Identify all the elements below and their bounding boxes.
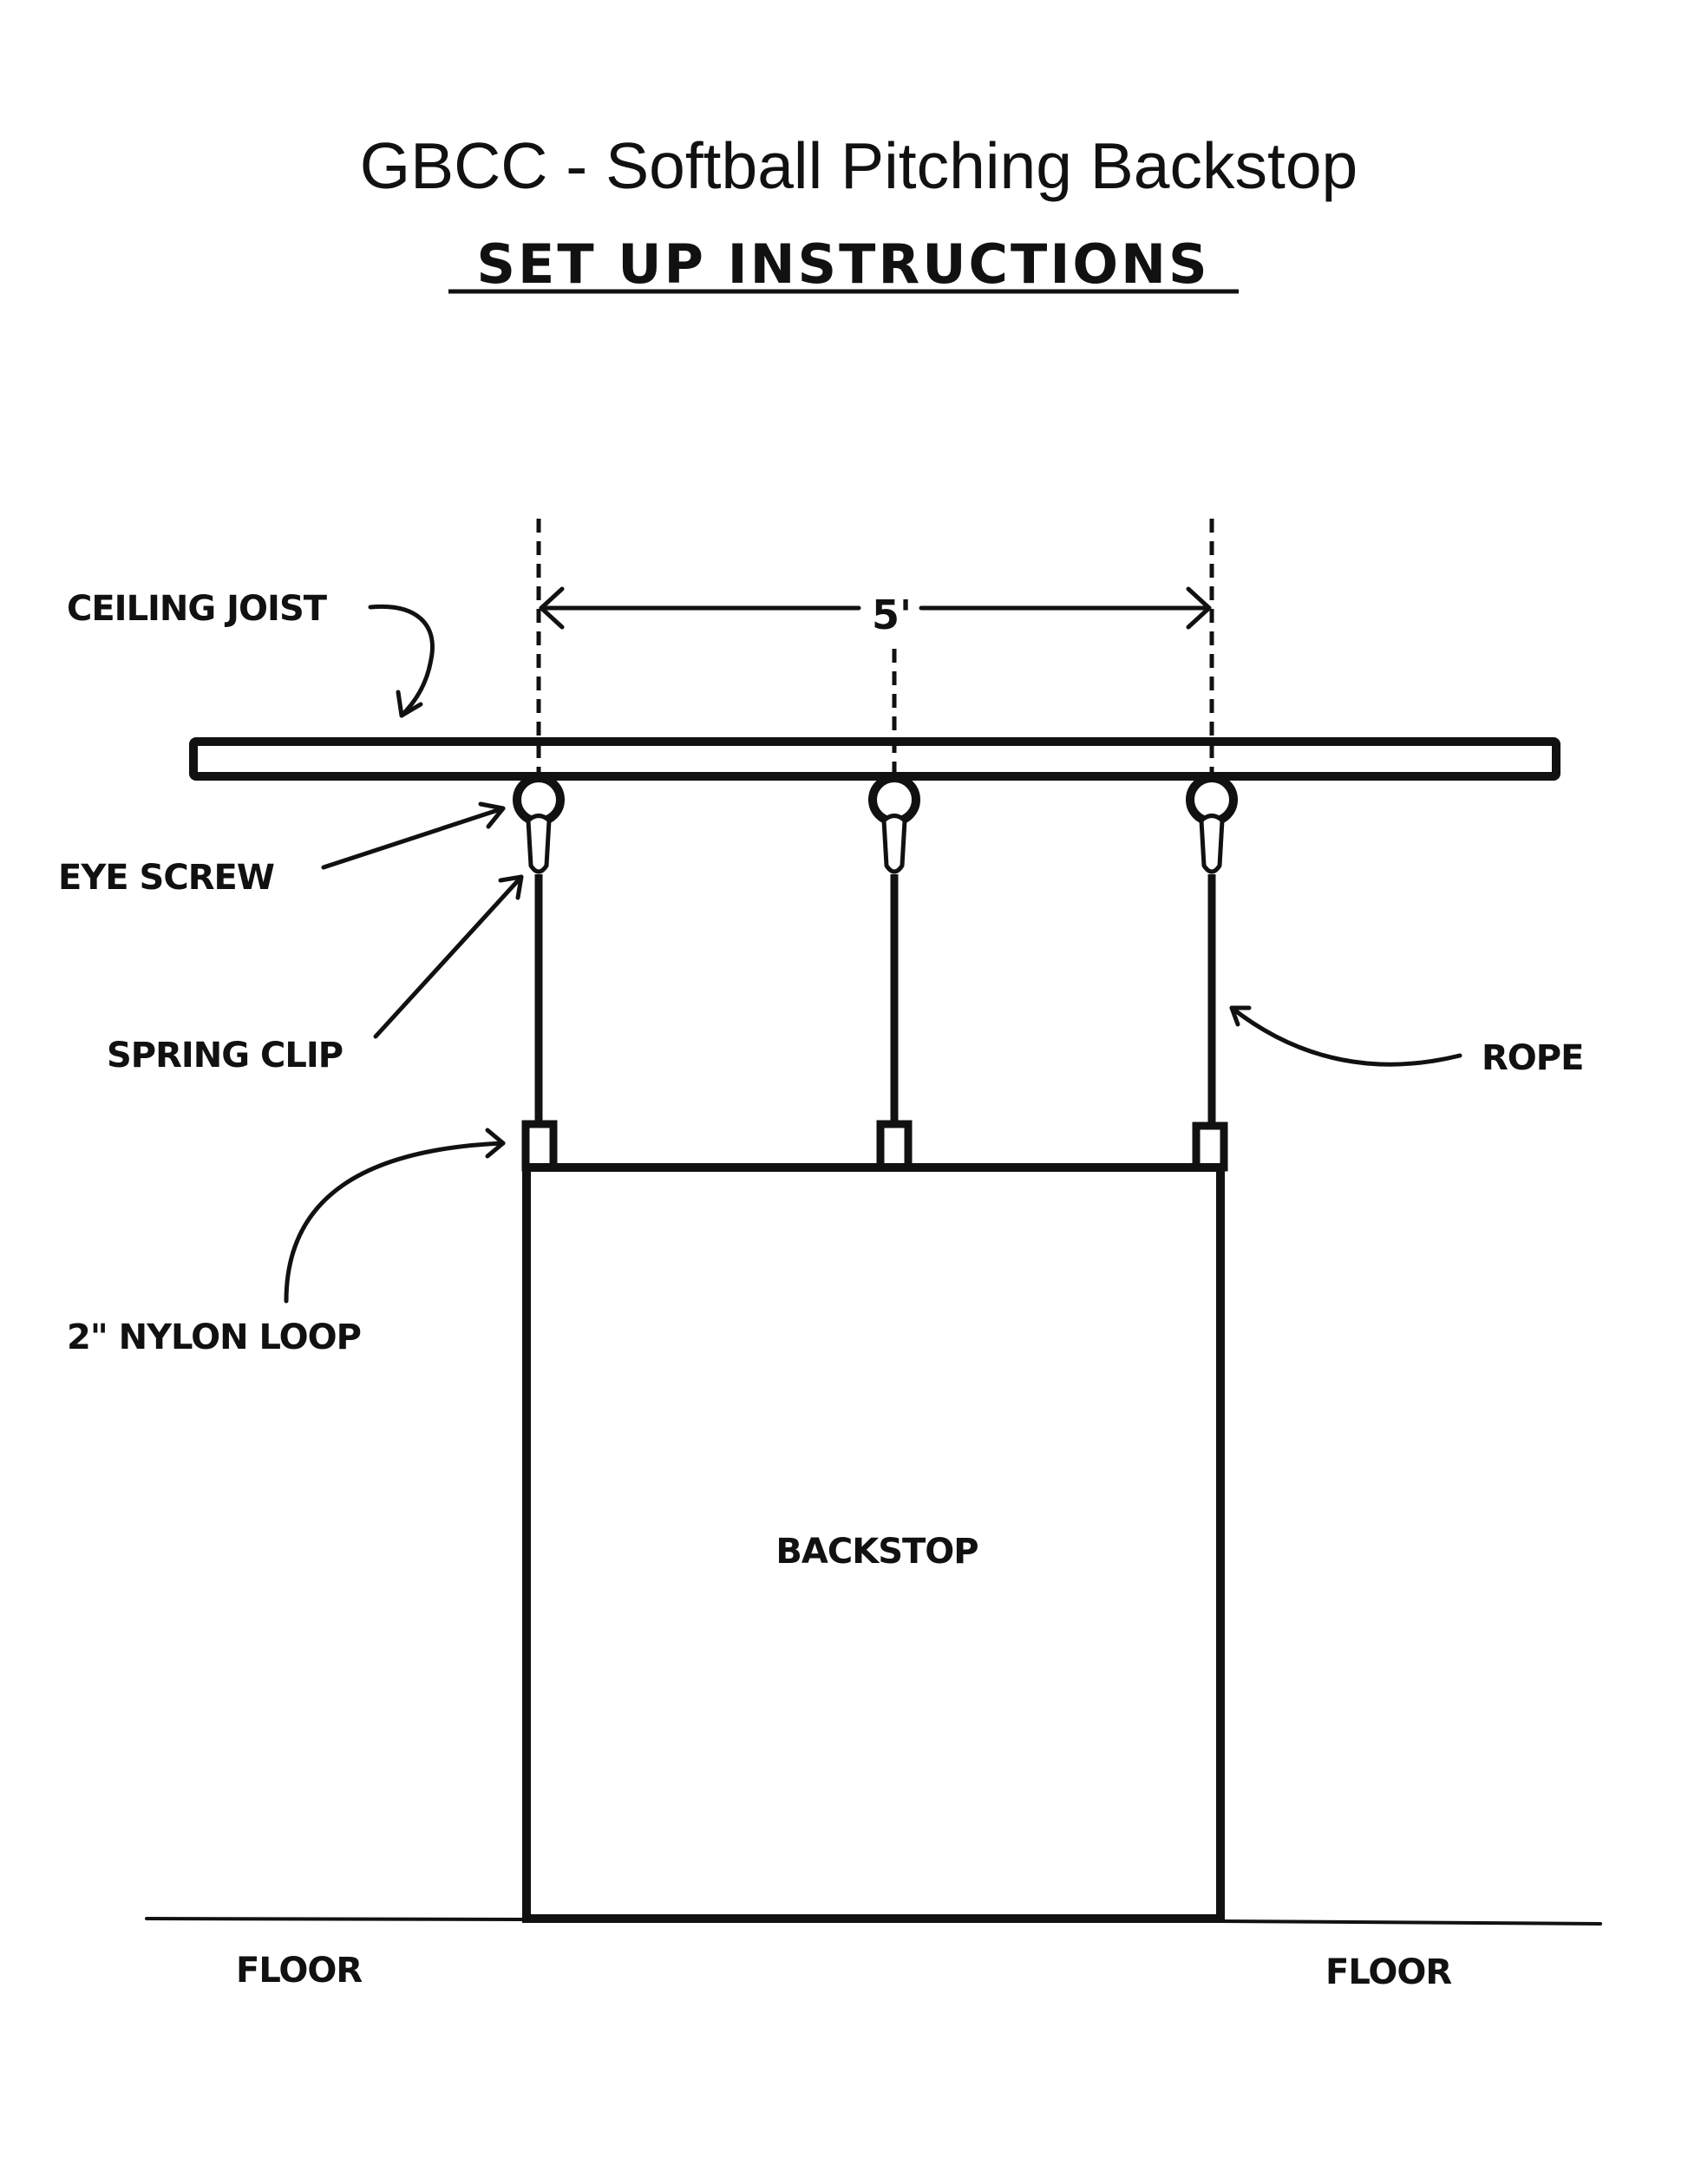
spring-clip-arrowhead-icon: [498, 874, 524, 900]
eye-screw-arrowhead-icon: [478, 801, 506, 829]
hanger-center: [868, 774, 920, 1172]
spring-clip-icon: [526, 814, 552, 874]
hanger-left: [513, 774, 565, 1172]
dimension-arrow: [539, 586, 1212, 630]
nylon-loop: [1192, 1121, 1228, 1172]
spring-clip-icon: [1199, 814, 1225, 874]
nylon-loop-arrow: [284, 1141, 506, 1304]
floor-label-left: FLOOR: [236, 1951, 362, 1991]
page-subtitle: SET UP INSTRUCTIONS: [476, 232, 1209, 296]
spring-clip-arrow: [373, 874, 524, 1039]
backstop-panel: [522, 1163, 1225, 1923]
nylon-loop: [876, 1120, 913, 1172]
rope-arrow: [1229, 1005, 1462, 1067]
ceiling-joist: [189, 737, 1560, 781]
eye-screw-arrow: [321, 806, 506, 870]
ceiling-joist-arrowhead-icon: [396, 690, 423, 718]
page-title: GBCC - Softball Pitching Backstop: [360, 129, 1358, 202]
arrowhead-right-icon: [1186, 586, 1212, 630]
ceiling-joist-arrow: [368, 604, 435, 718]
nylon-loop-label: 2" NYLON LOOP: [67, 1318, 361, 1357]
hanger-right: [1186, 774, 1238, 1172]
spring-clip-icon: [881, 814, 907, 874]
floor-label-right: FLOOR: [1325, 1952, 1451, 1992]
nylon-loop-arrowhead-icon: [485, 1128, 506, 1159]
backstop-label: BACKSTOP: [775, 1532, 978, 1572]
arrowhead-left-icon: [539, 586, 565, 630]
rope-arrowhead-icon: [1229, 1005, 1252, 1027]
dimension-label: 5': [872, 592, 912, 638]
floor-line-right: [1219, 1919, 1602, 1926]
nylon-loop: [521, 1120, 558, 1172]
eye-screw-label: EYE SCREW: [58, 858, 274, 898]
ceiling-joist-label: CEILING JOIST: [67, 589, 328, 629]
rope-label: ROPE: [1482, 1038, 1583, 1078]
spring-clip-label: SPRING CLIP: [107, 1036, 343, 1076]
